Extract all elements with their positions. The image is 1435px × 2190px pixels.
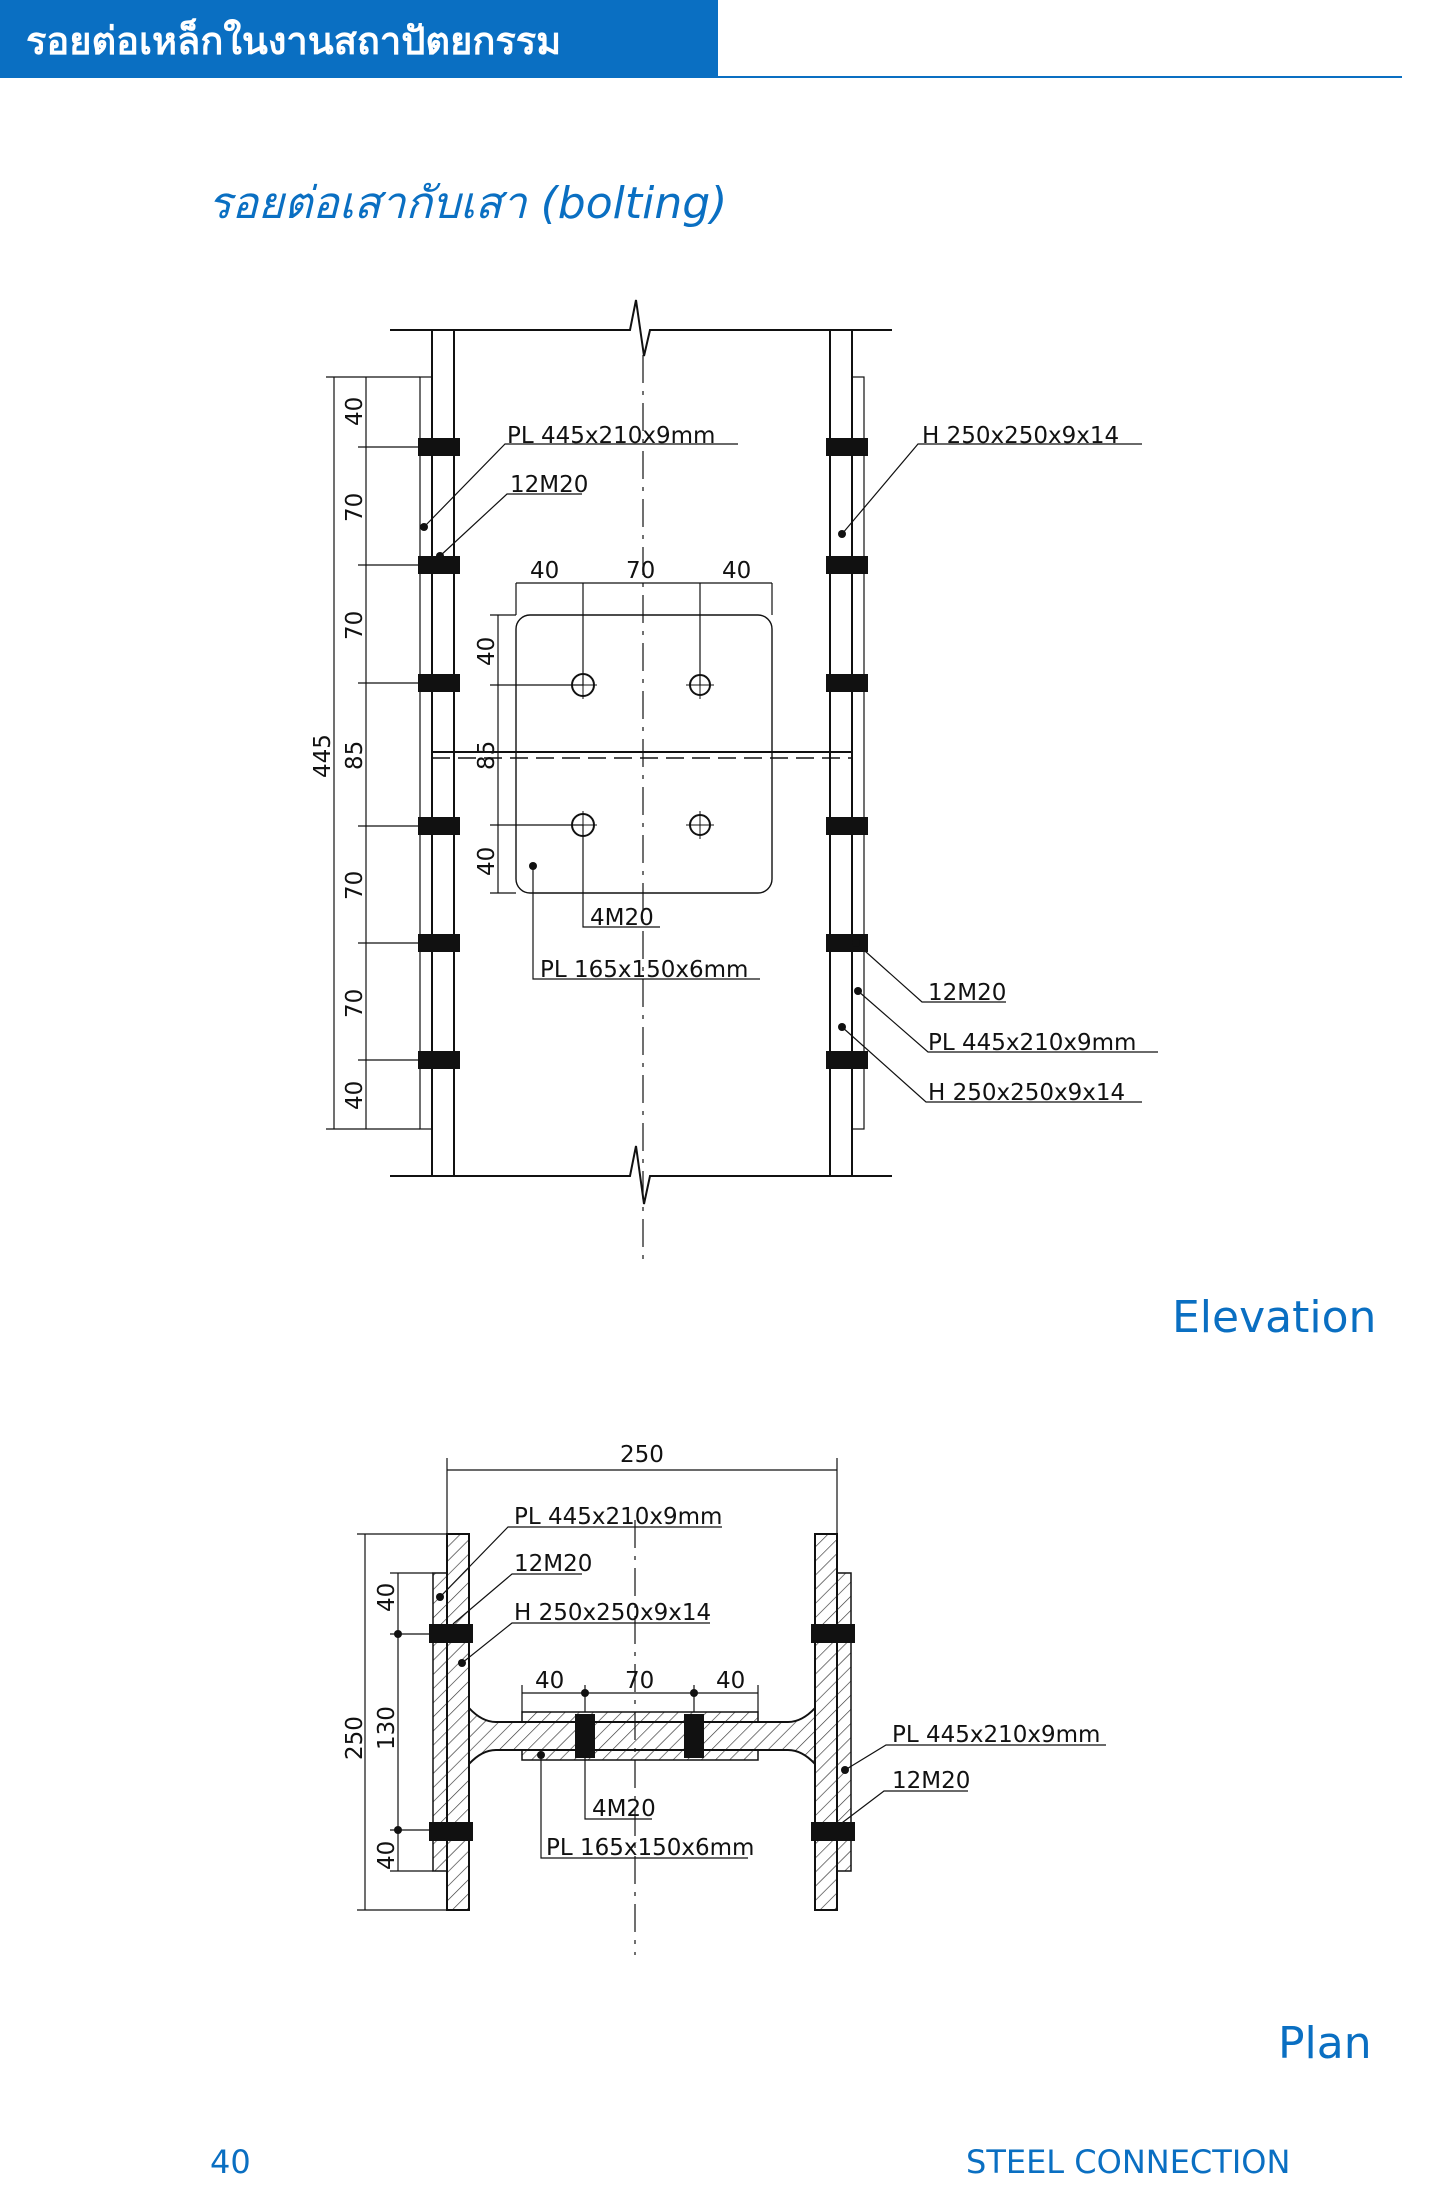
dim-v-7: 40	[342, 1081, 368, 1110]
plan-dim-total: 250	[342, 1716, 368, 1760]
dim-web-v-3: 40	[474, 847, 500, 876]
footer-title: STEEL CONNECTION	[966, 2143, 1291, 2181]
dim-web-v-2: 85	[474, 741, 500, 770]
dim-v-4: 85	[342, 741, 368, 770]
dim-v-3: 70	[342, 611, 368, 640]
label-section-right: H 250x250x9x14	[922, 423, 1119, 449]
plan-dim-web-h-2: 70	[625, 1668, 654, 1694]
dim-web-h-3: 40	[722, 558, 751, 584]
dim-v-2: 70	[342, 493, 368, 522]
plan-label-web-bolts: 4M20	[592, 1796, 656, 1822]
plan-label-bolts-right: 12M20	[892, 1768, 970, 1794]
header-rule	[0, 76, 1402, 78]
plan-drawing: 250 PL 445x210x9mm 12M20 H 250x250x9x14 …	[342, 1442, 1106, 1955]
label-plate-left: PL 445x210x9mm	[507, 423, 715, 449]
dim-total: 445	[310, 734, 336, 778]
dim-web-h-2: 70	[626, 558, 655, 584]
plan-dim-v-1: 40	[374, 1583, 400, 1612]
header-bar	[0, 0, 718, 77]
plan-label-plate-right: PL 445x210x9mm	[892, 1722, 1100, 1748]
plan-dim-top: 250	[620, 1442, 664, 1468]
elevation-text: PL 445x210x9mm 12M20 H 250x250x9x14 4M20…	[310, 397, 1136, 1110]
page-number: 40	[210, 2143, 251, 2181]
elevation-flange-bolts	[418, 438, 868, 1069]
plan-dim-v-2: 130	[374, 1706, 400, 1750]
elevation-caption: Elevation	[1172, 1292, 1377, 1343]
dim-v-6: 70	[342, 989, 368, 1018]
plan-dim-web-h-3: 40	[716, 1668, 745, 1694]
plan-dim-web-h-1: 40	[535, 1668, 564, 1694]
plan-dim-v-3: 40	[374, 1841, 400, 1870]
label-section-right-bottom: H 250x250x9x14	[928, 1080, 1125, 1106]
dim-v-5: 70	[342, 871, 368, 900]
plan-label-web-plate: PL 165x150x6mm	[546, 1835, 754, 1861]
elevation-lines	[326, 299, 1158, 1265]
dim-v-1: 40	[342, 397, 368, 426]
label-bolts-left: 12M20	[510, 472, 588, 498]
dim-web-h-1: 40	[530, 558, 559, 584]
dim-web-v-1: 40	[474, 637, 500, 666]
plan-caption: Plan	[1278, 2018, 1372, 2069]
section-title: รอยต่อเสากับเสา (bolting)	[208, 178, 728, 229]
label-web-bolts: 4M20	[590, 905, 654, 931]
plan-label-plate-left: PL 445x210x9mm	[514, 1504, 722, 1530]
plan-label-section: H 250x250x9x14	[514, 1600, 711, 1626]
header-title: รอยต่อเหล็กในงานสถาปัตยกรรม	[26, 19, 562, 63]
label-web-plate: PL 165x150x6mm	[540, 957, 748, 983]
label-bolts-right: 12M20	[928, 980, 1006, 1006]
plan-label-bolts-left: 12M20	[514, 1551, 592, 1577]
label-plate-right: PL 445x210x9mm	[928, 1030, 1136, 1056]
